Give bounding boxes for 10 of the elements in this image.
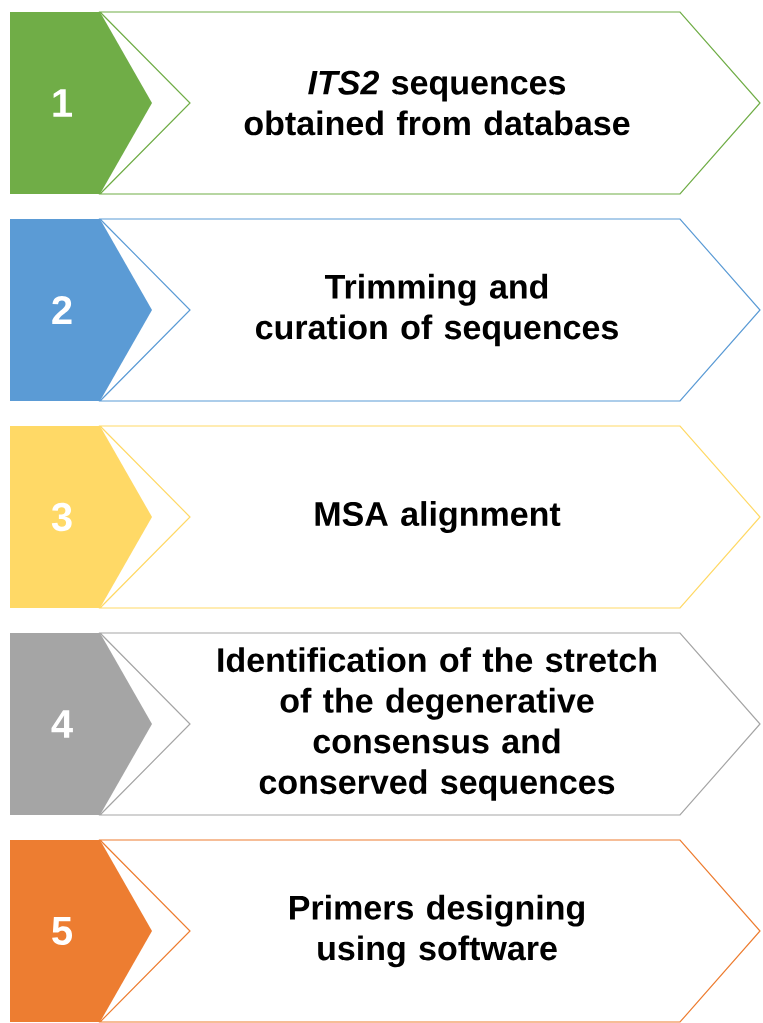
step-banner: Identification of the stretch of the degenerative consensus and conserved sequences — [98, 632, 761, 816]
step-banner: MSA alignment — [98, 425, 761, 609]
step-number-tab: 5 — [10, 840, 152, 1022]
step-banner: ITS2 sequences obtained from database — [98, 11, 761, 195]
step-banner: Trimming and curation of sequences — [98, 218, 761, 402]
step-number-tab: 4 — [10, 633, 152, 815]
step-number-tab: 1 — [10, 12, 152, 194]
step-banner: Primers designing using software — [98, 839, 761, 1023]
step-number-tab: 3 — [10, 426, 152, 608]
step-number-tab: 2 — [10, 219, 152, 401]
